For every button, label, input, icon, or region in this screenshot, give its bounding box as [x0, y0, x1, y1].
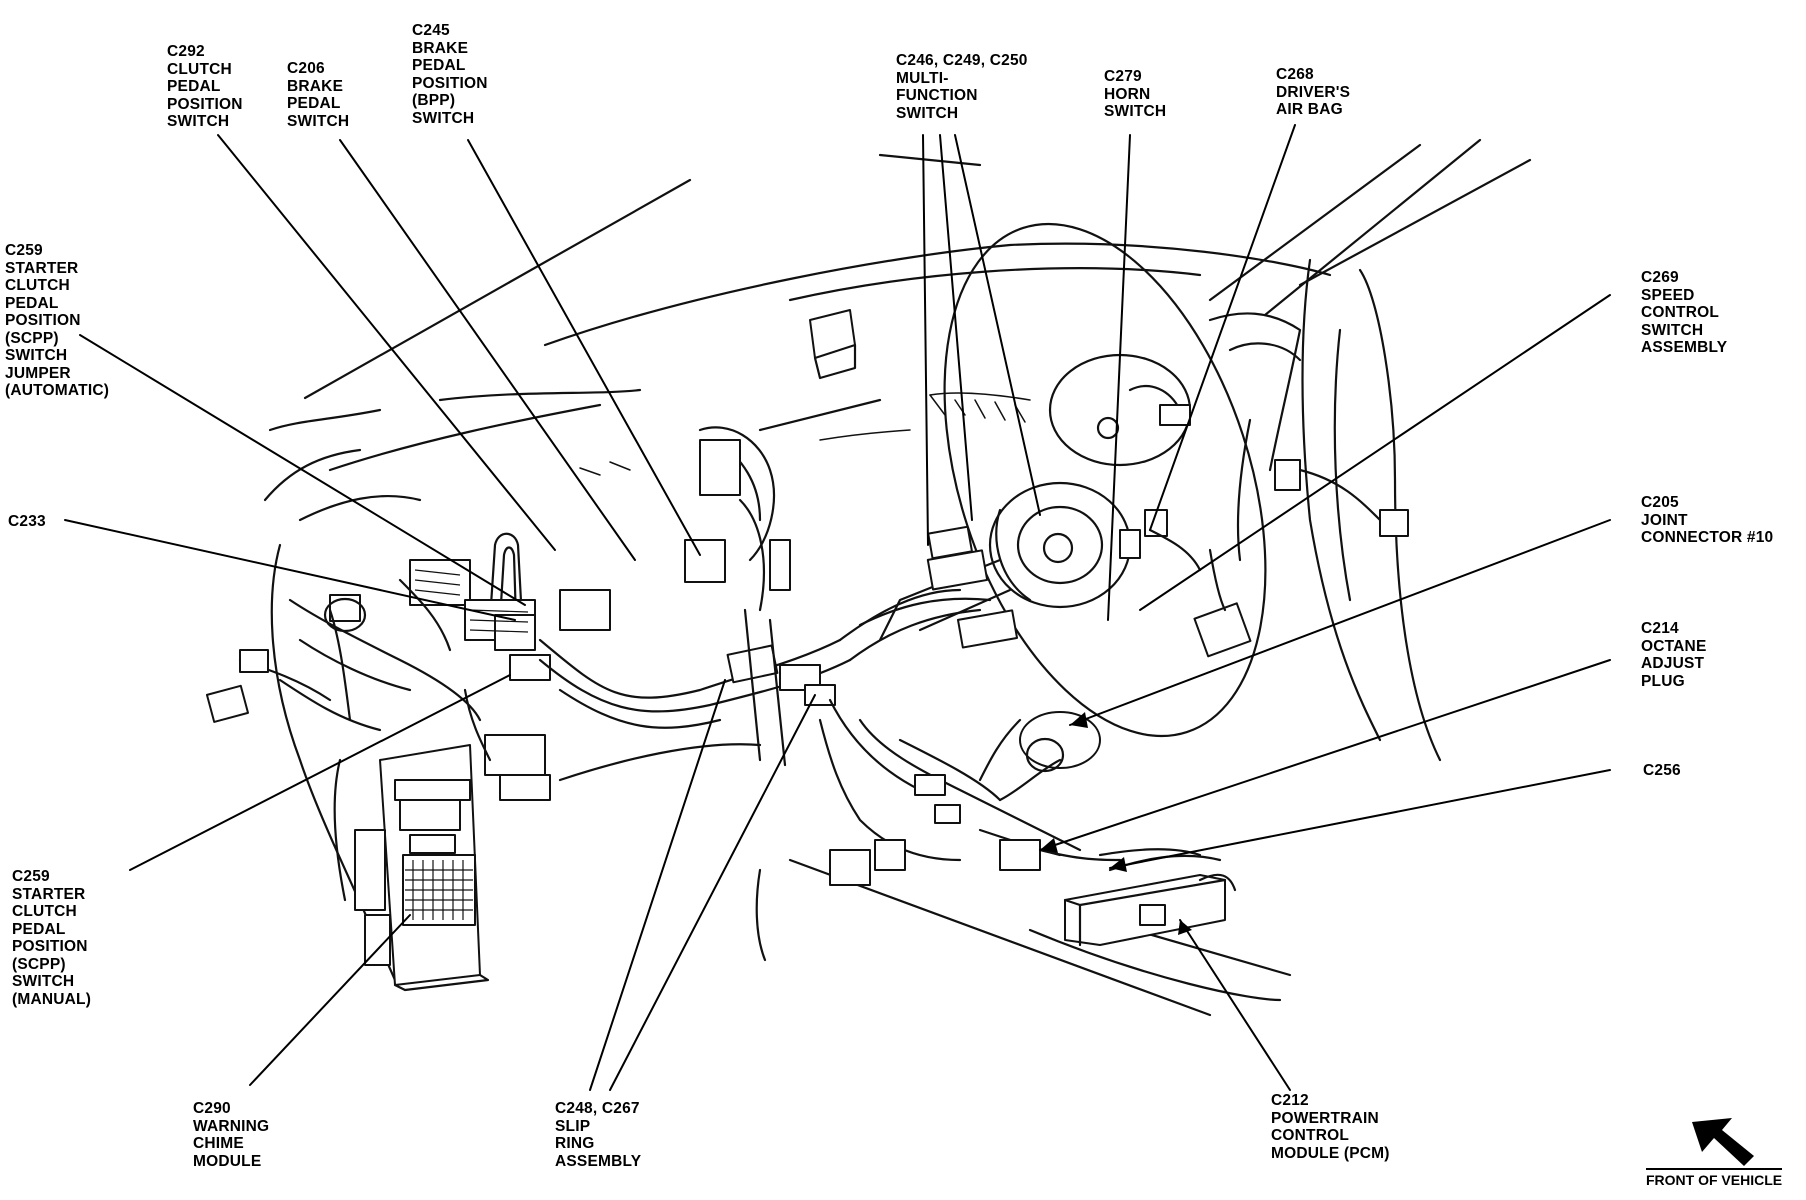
label-c269-speed-control-switch-assembly: C269 SPEED CONTROL SWITCH ASSEMBLY — [1641, 269, 1728, 356]
leader-c292 — [217, 134, 556, 551]
label-c214-octane-adjust-plug: C214 OCTANE ADJUST PLUG — [1641, 620, 1707, 690]
label-c256: C256 — [1643, 762, 1681, 779]
label-c279-horn-switch: C279 HORN SWITCH — [1104, 68, 1167, 120]
front-arrow-icon — [1692, 1118, 1754, 1166]
label-c245-brake-pedal-position-switch: C245 BRAKE PEDAL POSITION (BPP) SWITCH — [412, 22, 488, 127]
label-c248-slip-ring-assembly: C248, C267 SLIP RING ASSEMBLY — [555, 1100, 642, 1170]
leader-c233 — [64, 519, 516, 621]
label-c259-scpp-switch-jumper-automatic: C259 STARTER CLUTCH PEDAL POSITION (SCPP… — [5, 242, 110, 399]
leader-c206-brake — [339, 139, 636, 561]
label-c292-clutch-pedal-position-switch: C292 CLUTCH PEDAL POSITION SWITCH — [167, 43, 243, 130]
label-c268-drivers-air-bag: C268 DRIVER'S AIR BAG — [1276, 66, 1351, 118]
leader-c268 — [1149, 124, 1296, 531]
leader-c214 — [1039, 659, 1611, 851]
leader-c205 — [1069, 519, 1611, 726]
label-c206-brake-pedal-switch: C206 BRAKE PEDAL SWITCH — [287, 60, 350, 130]
leader-c279 — [1107, 134, 1131, 621]
leader-c245 — [467, 139, 701, 556]
leader-c256 — [1109, 769, 1611, 869]
leader-c246-b — [939, 134, 973, 521]
leader-arrowheads — [1040, 712, 1192, 935]
label-c246-multi-function-switch: C246, C249, C250 MULTI- FUNCTION SWITCH — [896, 52, 1028, 122]
leader-c290 — [249, 914, 411, 1086]
leader-c248-a — [589, 679, 726, 1091]
leader-c269 — [1139, 294, 1611, 611]
label-c290-warning-chime-module: C290 WARNING CHIME MODULE — [193, 1100, 270, 1170]
leader-c259-manual — [129, 674, 511, 871]
leader-c246-c — [954, 134, 1041, 516]
label-c233: C233 — [8, 513, 46, 530]
label-c259-scpp-switch-manual: C259 STARTER CLUTCH PEDAL POSITION (SCPP… — [12, 868, 92, 1008]
label-c205-joint-connector-10: C205 JOINT CONNECTOR #10 — [1641, 494, 1774, 546]
leader-c246-a — [922, 134, 929, 546]
leader-c248-b — [609, 694, 816, 1091]
front-of-vehicle-label: FRONT OF VEHICLE — [1646, 1168, 1783, 1188]
label-c212-powertrain-control-module: C212 POWERTRAIN CONTROL MODULE (PCM) — [1271, 1092, 1390, 1162]
leader-c212 — [1179, 919, 1291, 1091]
dashboard-artwork — [205, 138, 1532, 1017]
leader-c259-auto — [79, 334, 526, 606]
leader-lines — [64, 124, 1611, 1091]
